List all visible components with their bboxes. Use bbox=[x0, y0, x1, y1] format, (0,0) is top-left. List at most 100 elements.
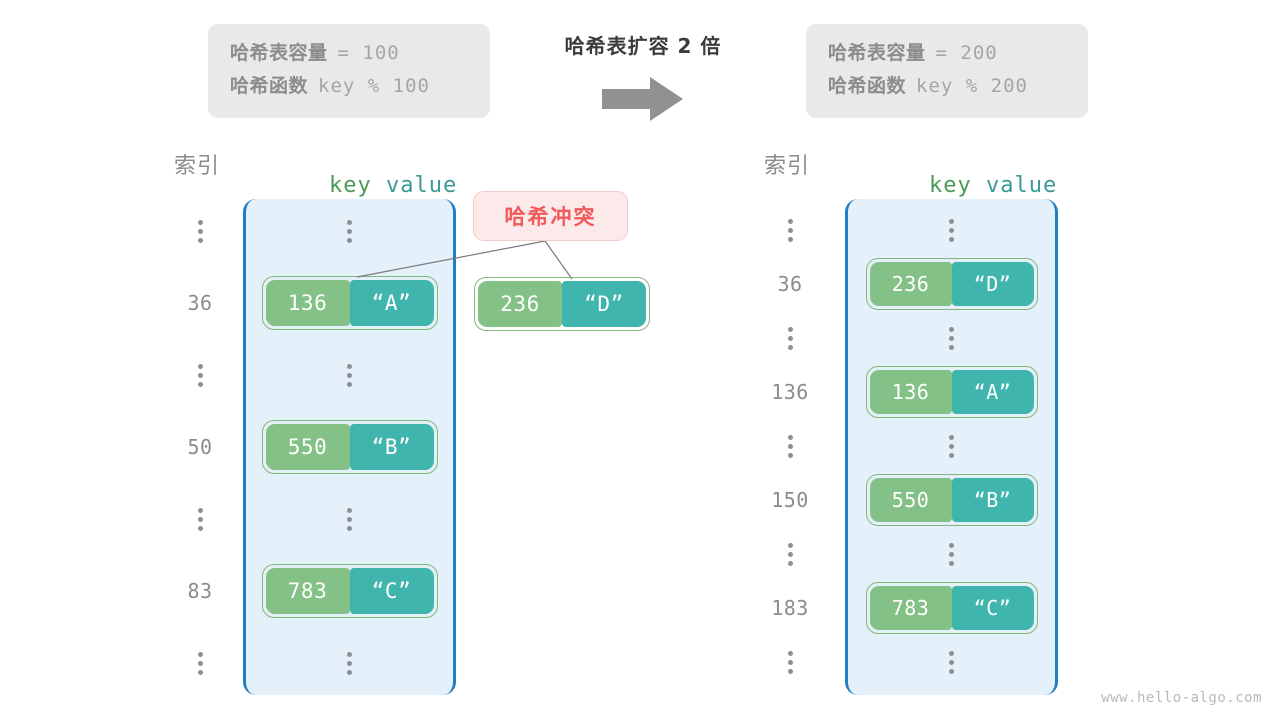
bucket-ellipsis-icon bbox=[949, 434, 954, 458]
bucket-ellipsis-icon bbox=[949, 326, 954, 350]
index-ellipsis-icon bbox=[787, 542, 793, 566]
kv-value: “C” bbox=[951, 586, 1034, 630]
bucket-ellipsis-row bbox=[848, 636, 1055, 688]
hash-table-after: 236“D” 136“A” 550“B” 783“C” bbox=[845, 199, 1058, 695]
index-ellipsis-icon bbox=[197, 363, 203, 387]
bucket-ellipsis-row bbox=[848, 528, 1055, 580]
kv-value: “D” bbox=[562, 281, 646, 327]
kv-value: “B” bbox=[951, 478, 1034, 522]
index-label bbox=[160, 649, 240, 677]
kv-pair: 136“A” bbox=[865, 366, 1038, 418]
bucket-ellipsis-row bbox=[848, 420, 1055, 472]
index-label bbox=[750, 324, 830, 352]
function-line-before: 哈希函数 key % 100 bbox=[230, 71, 468, 104]
bucket-ellipsis-icon bbox=[949, 218, 954, 242]
bucket-ellipsis-icon bbox=[347, 219, 352, 243]
kv-pair: 783“C” bbox=[261, 564, 438, 618]
bucket-ellipsis-row bbox=[246, 491, 453, 547]
bucket-entry-row: 783“C” bbox=[246, 563, 453, 619]
kv-pair: 550“B” bbox=[865, 474, 1038, 526]
function-value: key % 200 bbox=[916, 75, 1028, 97]
kv-value: “B” bbox=[349, 424, 434, 470]
kv-key: 136 bbox=[869, 370, 952, 414]
kv-pair: 236 “D” bbox=[474, 277, 650, 331]
kv-pair: 783“C” bbox=[865, 582, 1038, 634]
page-title: 哈希表扩容 2 倍 bbox=[564, 34, 722, 58]
index-ellipsis-icon bbox=[197, 651, 203, 675]
bucket-ellipsis-row bbox=[848, 204, 1055, 256]
bucket-ellipsis-row bbox=[246, 203, 453, 259]
index-label: 50 bbox=[187, 435, 213, 459]
index-ellipsis-icon bbox=[197, 219, 203, 243]
bucket-entry-row: 550“B” bbox=[848, 474, 1055, 526]
index-ellipsis-icon bbox=[197, 507, 203, 531]
index-label bbox=[750, 648, 830, 676]
kv-value: “C” bbox=[349, 568, 434, 614]
right-key-header: key bbox=[928, 173, 972, 198]
right-kv-header: key value bbox=[872, 148, 1057, 223]
index-label: 183 bbox=[771, 596, 809, 620]
bucket-entry-row: 236“D” bbox=[848, 258, 1055, 310]
index-label: 150 bbox=[771, 488, 809, 512]
function-label: 哈希函数 bbox=[230, 75, 309, 97]
watermark: www.hello-algo.com bbox=[1101, 690, 1262, 706]
collided-pair: 236 “D” bbox=[474, 277, 650, 331]
kv-key: 236 bbox=[869, 262, 952, 306]
kv-value: “D” bbox=[951, 262, 1034, 306]
right-index-header: 索引 bbox=[764, 154, 811, 179]
index-label bbox=[750, 216, 830, 244]
kv-key: 236 bbox=[478, 281, 562, 327]
capacity-label: 哈希表容量 bbox=[230, 42, 328, 64]
bucket-ellipsis-row bbox=[246, 347, 453, 403]
bucket-ellipsis-icon bbox=[347, 363, 352, 387]
index-ellipsis-icon bbox=[787, 218, 793, 242]
hash-table-before: 136“A” 550“B” 783“C” bbox=[243, 199, 456, 695]
kv-key: 136 bbox=[265, 280, 350, 326]
bucket-ellipsis-icon bbox=[347, 507, 352, 531]
kv-value: “A” bbox=[349, 280, 434, 326]
capacity-label: 哈希表容量 bbox=[828, 42, 926, 64]
kv-pair: 550“B” bbox=[261, 420, 438, 474]
function-value: key % 100 bbox=[318, 75, 430, 97]
function-line-after: 哈希函数 key % 200 bbox=[828, 71, 1066, 104]
bucket-entry-row: 136“A” bbox=[848, 366, 1055, 418]
index-label bbox=[160, 361, 240, 389]
bucket-entry-row: 136“A” bbox=[246, 275, 453, 331]
capacity-line-after: 哈希表容量 = 200 bbox=[828, 38, 1066, 71]
index-ellipsis-icon bbox=[787, 326, 793, 350]
index-label: 36 bbox=[187, 291, 213, 315]
index-label: 136 bbox=[771, 380, 809, 404]
index-ellipsis-icon bbox=[787, 434, 793, 458]
bucket-ellipsis-row bbox=[848, 312, 1055, 364]
index-label bbox=[160, 505, 240, 533]
right-value-header: value bbox=[985, 173, 1058, 198]
capacity-line-before: 哈希表容量 = 100 bbox=[230, 38, 468, 71]
kv-key: 550 bbox=[869, 478, 952, 522]
info-box-after: 哈希表容量 = 200 哈希函数 key % 200 bbox=[806, 24, 1088, 118]
bucket-ellipsis-row bbox=[246, 635, 453, 691]
bucket-entry-row: 783“C” bbox=[848, 582, 1055, 634]
index-label bbox=[750, 432, 830, 460]
info-box-before: 哈希表容量 = 100 哈希函数 key % 100 bbox=[208, 24, 490, 118]
bucket-ellipsis-icon bbox=[949, 542, 954, 566]
left-index-header: 索引 bbox=[174, 154, 221, 179]
capacity-value: = 200 bbox=[935, 42, 998, 64]
collision-badge: 哈希冲突 bbox=[473, 191, 628, 241]
index-label: 36 bbox=[777, 272, 803, 296]
kv-pair: 136“A” bbox=[261, 276, 438, 330]
right-arrow-icon bbox=[602, 77, 683, 121]
left-value-header: value bbox=[385, 173, 458, 198]
index-ellipsis-icon bbox=[787, 650, 793, 674]
kv-key: 550 bbox=[265, 424, 350, 470]
kv-pair: 236“D” bbox=[865, 258, 1038, 310]
kv-value: “A” bbox=[951, 370, 1034, 414]
kv-key: 783 bbox=[869, 586, 952, 630]
bucket-ellipsis-icon bbox=[949, 650, 954, 674]
left-kv-header: key value bbox=[272, 148, 457, 223]
index-label bbox=[750, 540, 830, 568]
capacity-value: = 100 bbox=[337, 42, 400, 64]
left-key-header: key bbox=[328, 173, 372, 198]
function-label: 哈希函数 bbox=[828, 75, 907, 97]
bucket-entry-row: 550“B” bbox=[246, 419, 453, 475]
